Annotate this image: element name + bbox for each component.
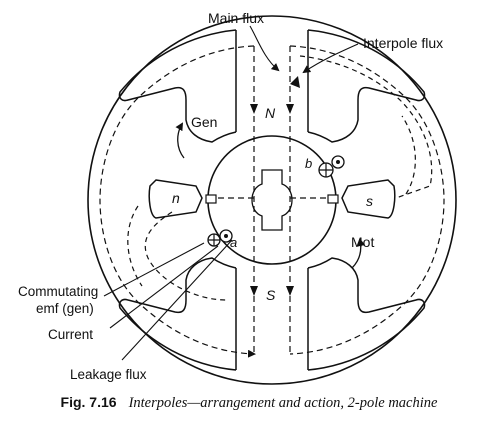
brush-left [205,194,217,204]
figure-number: Fig. 7.16 [60,394,117,410]
interpole-right [341,179,396,219]
leakage-flux-pointer [121,239,233,361]
figure-title: Interpoles—arrangement and action, 2-pol… [128,395,438,411]
interpole-flux-pointer [302,43,359,74]
main-flux-arrows [250,104,294,296]
leakage-flux-label: Leakage flux [70,367,147,382]
interpole-flux-label: Interpole flux [363,35,443,51]
mot-rotation-arrow [351,238,366,269]
main-flux-lines [99,45,445,358]
main-flux-label: Main flux [208,10,264,26]
armature-shaft-slot [251,169,293,231]
interpole-flux-arrow [290,76,300,88]
interpole-n-label: n [172,190,180,206]
current-label: Current [48,327,93,342]
conductor-b [318,155,345,178]
commutating-emf-label-line1: Commutating [18,284,98,299]
yoke-inner-outline [118,29,426,371]
gen-label: Gen [191,114,217,130]
brush-right [327,194,339,204]
brush-b-label: b [305,156,312,171]
north-pole [235,30,309,132]
conductor-a [207,229,233,247]
figure-caption: Fig. 7.16 Interpoles—arrangement and acti… [0,394,498,412]
yoke-outer-ring [87,15,457,385]
north-pole-label: N [265,105,276,121]
current-pointer [109,245,219,329]
commutating-emf-pointer [103,242,205,297]
main-flux-pointer [249,25,280,72]
mot-label: Mot [351,234,374,250]
brush-a-label: a [230,235,237,250]
gen-rotation-arrow [175,122,185,159]
commutating-emf-label-line2: emf (gen) [36,301,94,316]
interpole-left [148,179,203,219]
south-pole [235,268,309,370]
interpole-s-label: s [366,193,373,209]
south-pole-label: S [266,287,276,303]
